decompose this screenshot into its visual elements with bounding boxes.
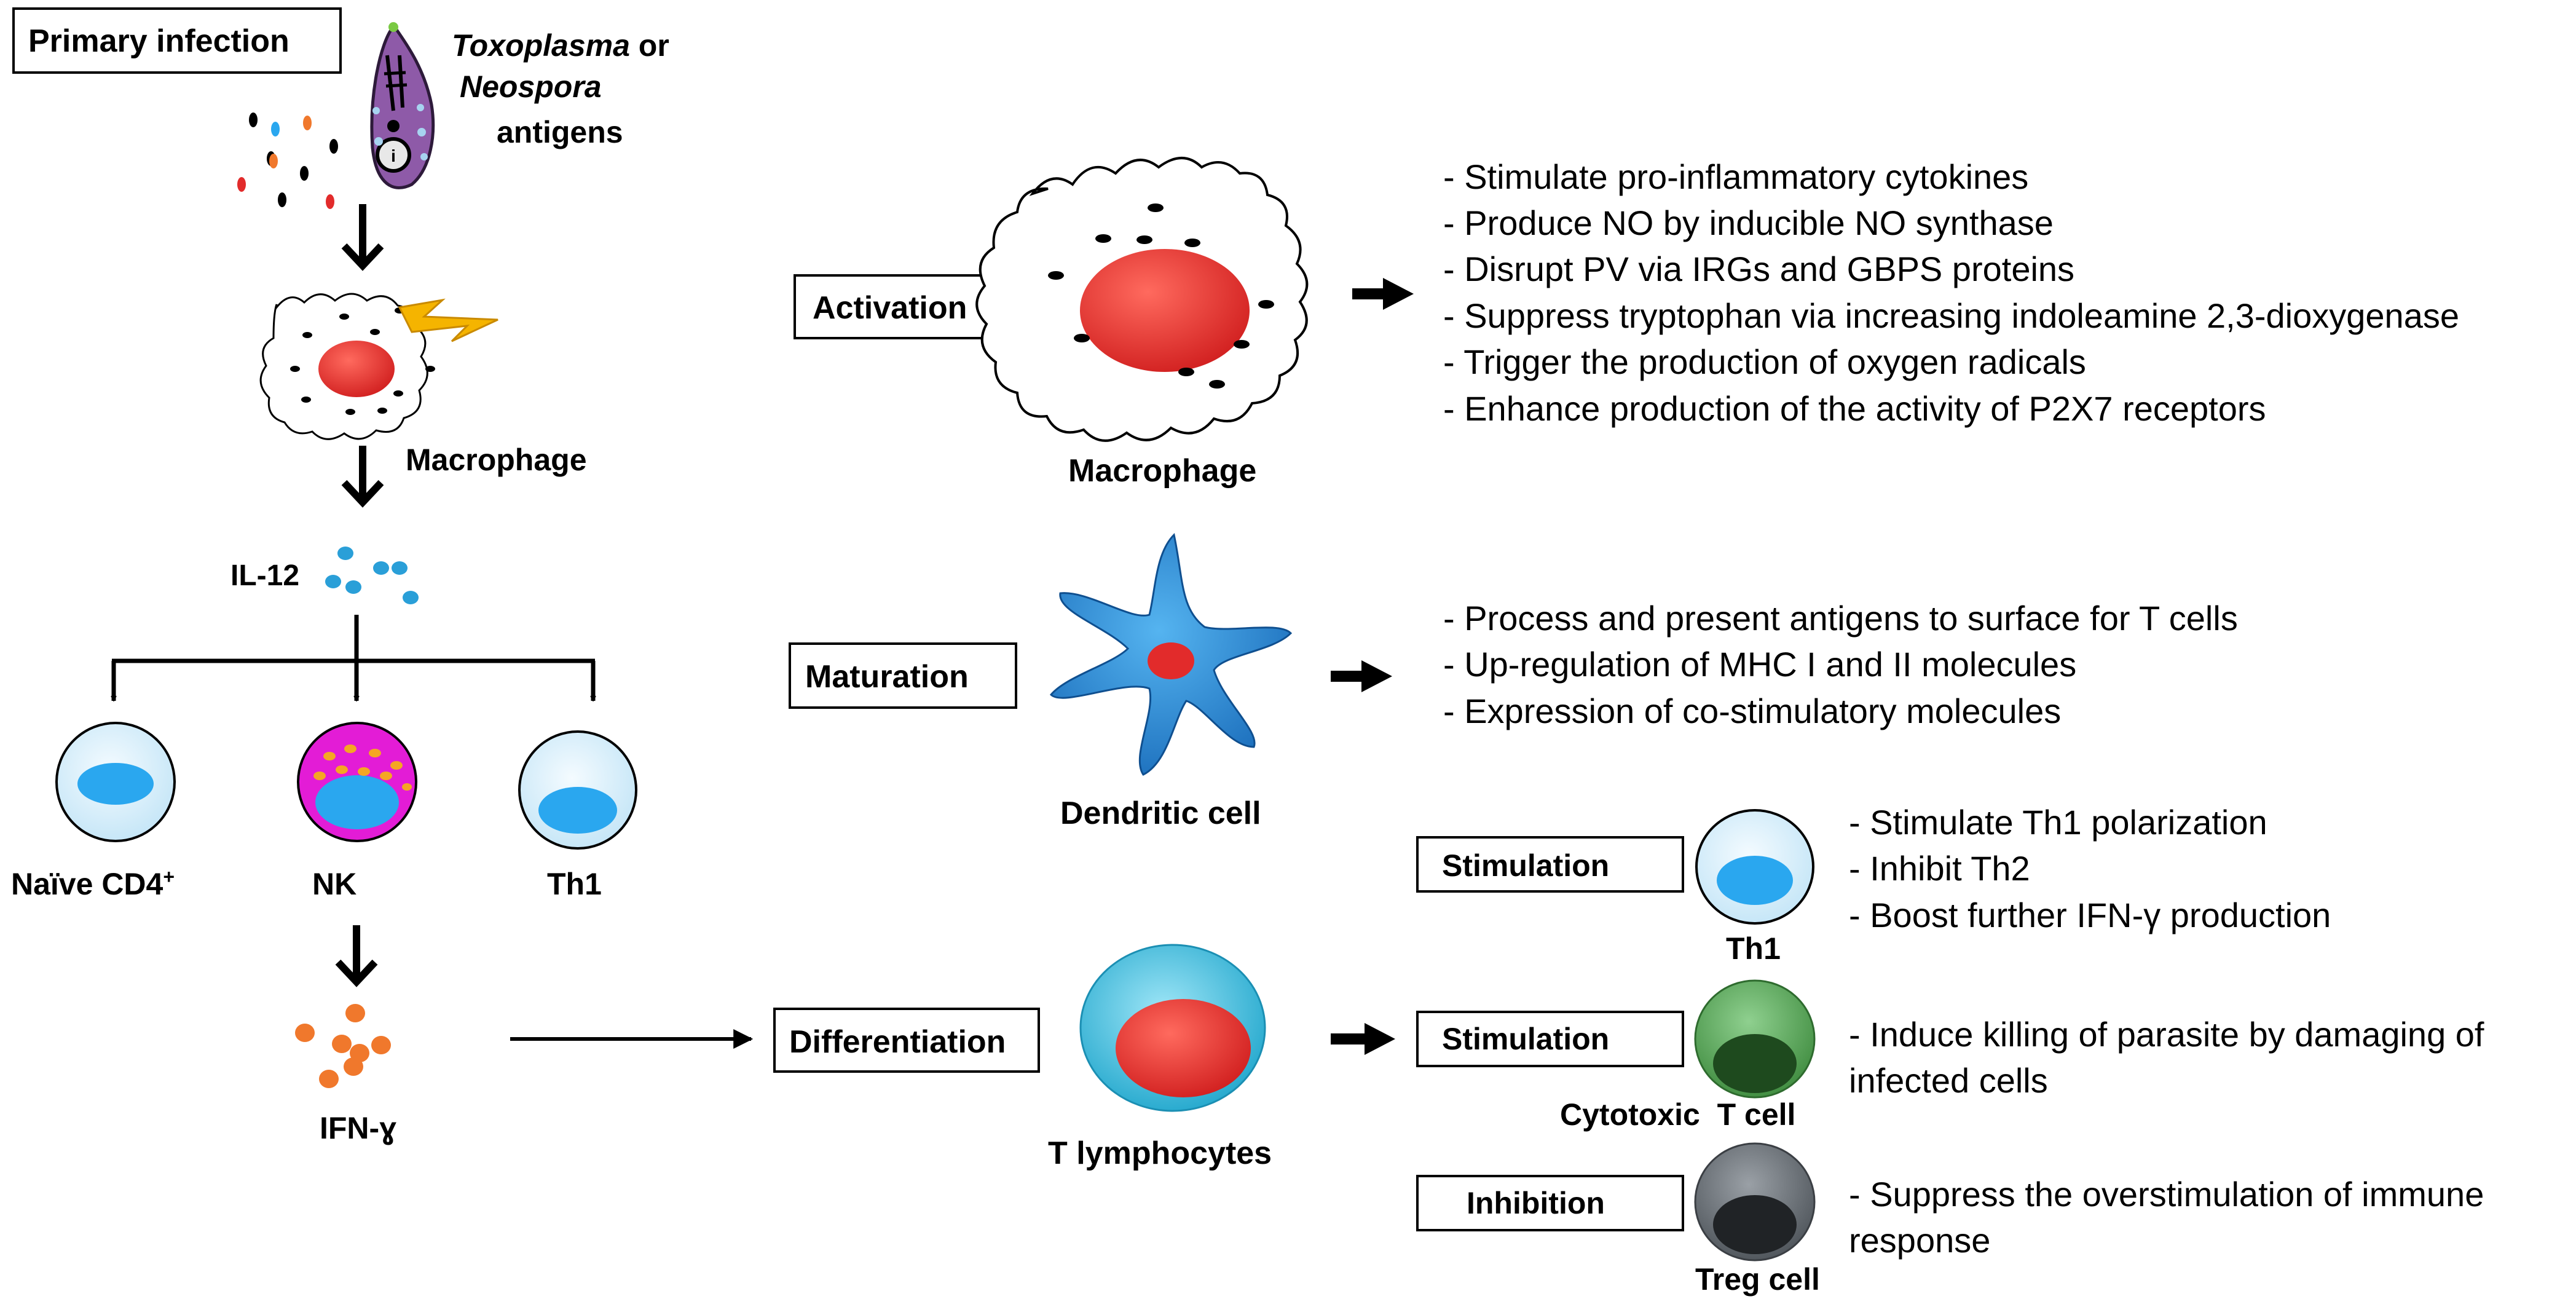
differentiation-box: Differentiation bbox=[773, 1008, 1040, 1073]
parasite-label-line2: Neospora bbox=[460, 69, 602, 104]
activation-effect-1: - Stimulate pro-inflammatory cytokines bbox=[1443, 157, 2028, 196]
primary-infection-label: Primary infection bbox=[28, 23, 290, 59]
treg-effect-2: response bbox=[1849, 1221, 1990, 1260]
maturation-effect-2: - Up-regulation of MHC I and II molecule… bbox=[1443, 645, 2076, 684]
ifn-particles bbox=[295, 1004, 391, 1088]
th1-cell-left-icon bbox=[518, 730, 637, 850]
maturation-effect-3: - Expression of co-stimulatory molecules bbox=[1443, 692, 2061, 730]
maturation-label: Maturation bbox=[805, 659, 969, 695]
activation-effects: - Stimulate pro-inflammatory cytokines -… bbox=[1443, 157, 2459, 428]
arrow-head-1 bbox=[341, 243, 384, 271]
maturation-box: Maturation bbox=[789, 642, 1017, 709]
activation-label: Activation bbox=[813, 290, 967, 326]
cytotoxic-stimulation-label: Stimulation bbox=[1442, 1022, 1609, 1056]
naive-cd4-label: Naïve CD4+ bbox=[11, 866, 175, 901]
cytotoxic-t-cell-icon bbox=[1694, 979, 1816, 1099]
treg-cell-label: Treg cell bbox=[1695, 1262, 1820, 1297]
cytotoxic-effect-1: - Induce killing of parasite by damaging… bbox=[1849, 1015, 2484, 1054]
parasite-icon: i bbox=[370, 22, 435, 189]
maturation-effect-1: - Process and present antigens to surfac… bbox=[1443, 599, 2238, 638]
nk-label: NK bbox=[312, 867, 356, 901]
th1-stimulation-box: Stimulation bbox=[1416, 836, 1684, 893]
lightning-icon bbox=[398, 298, 498, 342]
arrow-head-2 bbox=[341, 480, 384, 508]
treg-inhibition-box: Inhibition bbox=[1416, 1175, 1684, 1231]
activation-effect-4: - Suppress tryptophan via increasing ind… bbox=[1443, 296, 2459, 335]
t-lymphocytes-label: T lymphocytes bbox=[1048, 1135, 1272, 1171]
maturation-arrow bbox=[1331, 660, 1392, 692]
antigen-particles bbox=[237, 113, 338, 209]
cytotoxic-effects: - Induce killing of parasite by damaging… bbox=[1849, 1015, 2484, 1100]
maturation-effects: - Process and present antigens to surfac… bbox=[1443, 599, 2238, 730]
dendritic-cell-icon bbox=[1049, 532, 1293, 776]
th1-left-label: Th1 bbox=[547, 867, 602, 901]
activation-arrow bbox=[1352, 278, 1414, 310]
activation-box: Activation bbox=[794, 274, 1004, 339]
macrophage-activation-label: Macrophage bbox=[1068, 453, 1256, 489]
cytotoxic-t-cell-label: Cytotoxic T cell bbox=[1560, 1097, 1795, 1132]
treg-effect-1: - Suppress the overstimulation of immune bbox=[1849, 1175, 2484, 1214]
treg-inhibition-label: Inhibition bbox=[1467, 1186, 1605, 1220]
activation-effect-3: - Disrupt PV via IRGs and GBPS proteins bbox=[1443, 250, 2074, 288]
activation-effect-6: - Enhance production of the activity of … bbox=[1443, 389, 2266, 428]
cytotoxic-effect-2: infected cells bbox=[1849, 1061, 2048, 1100]
parasite-label-line1: Toxoplasma or bbox=[452, 28, 669, 63]
activation-effect-2: - Produce NO by inducible NO synthase bbox=[1443, 203, 2054, 242]
differentiation-arrow bbox=[1331, 1023, 1395, 1055]
th1-stimulation-label: Stimulation bbox=[1442, 848, 1609, 883]
th1-cell-right-icon bbox=[1695, 809, 1814, 925]
macrophage-left-label: Macrophage bbox=[406, 443, 587, 477]
il12-label: IL-12 bbox=[230, 559, 299, 592]
th1-effect-2: - Inhibit Th2 bbox=[1849, 849, 2030, 888]
th1-effects: - Stimulate Th1 polarization - Inhibit T… bbox=[1849, 803, 2331, 934]
dendritic-cell-label: Dendritic cell bbox=[1060, 796, 1261, 831]
macrophage-large-icon bbox=[975, 157, 1309, 442]
svg-text:i: i bbox=[391, 146, 396, 165]
naive-cd4-cell-icon bbox=[55, 722, 176, 842]
th1-effect-3: - Boost further IFN-γ production bbox=[1849, 896, 2331, 934]
ifn-label: IFN-ɣ bbox=[320, 1111, 396, 1145]
th1-right-label: Th1 bbox=[1726, 931, 1781, 966]
differentiation-label: Differentiation bbox=[789, 1024, 1006, 1060]
arrow-head-3 bbox=[335, 959, 378, 987]
il12-particles bbox=[325, 547, 419, 604]
treg-cell-icon bbox=[1694, 1142, 1816, 1262]
th1-effect-1: - Stimulate Th1 polarization bbox=[1849, 803, 2267, 842]
treg-effects: - Suppress the overstimulation of immune… bbox=[1849, 1175, 2484, 1260]
nk-cell-icon bbox=[297, 722, 417, 842]
macrophage-small-icon bbox=[259, 293, 435, 440]
branch-connector bbox=[112, 615, 595, 701]
t-lymphocyte-icon bbox=[1079, 944, 1266, 1112]
cytotoxic-stimulation-box: Stimulation bbox=[1416, 1011, 1684, 1067]
parasite-label-line3: antigens bbox=[497, 115, 623, 149]
activation-effect-5: - Trigger the production of oxygen radic… bbox=[1443, 342, 2086, 381]
primary-infection-box: Primary infection bbox=[12, 7, 342, 74]
